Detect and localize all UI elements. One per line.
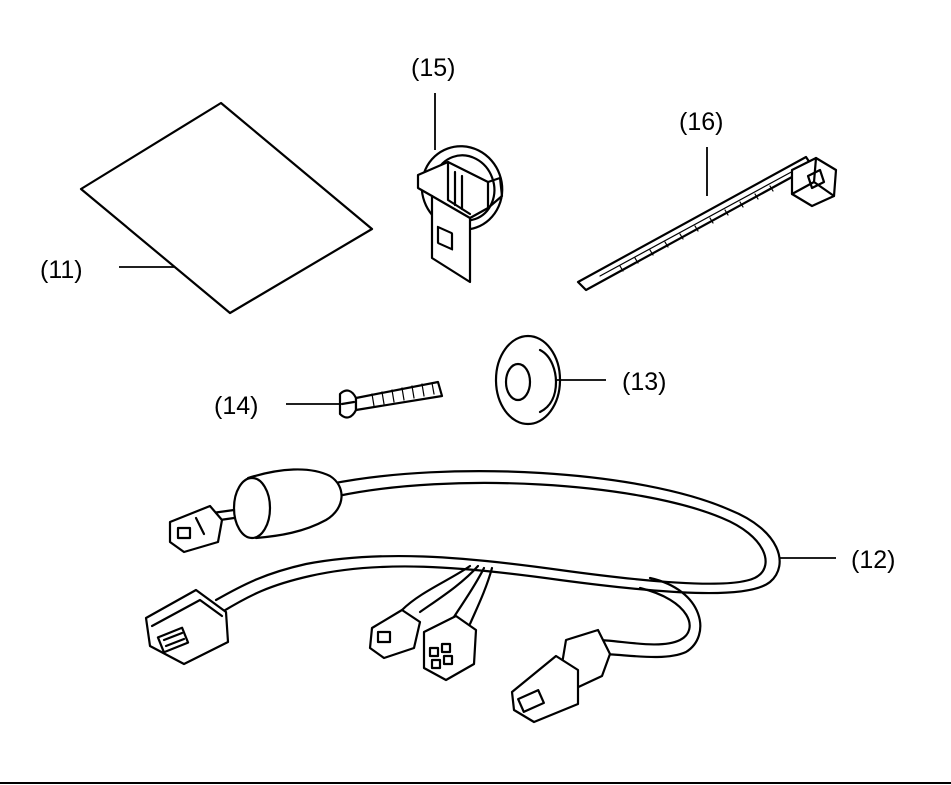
callout-13: (13): [622, 368, 667, 396]
part-16-cable-tie: [576, 147, 838, 292]
callout-12: (12): [851, 546, 896, 574]
part-11-sheet: [79, 101, 374, 315]
part-12-wire-harness: [144, 468, 836, 724]
part-13-grommet: [494, 334, 606, 426]
callout-14: (14): [214, 392, 259, 420]
callout-16: (16): [679, 108, 724, 136]
callout-15: (15): [411, 54, 456, 82]
callout-11: (11): [40, 256, 83, 284]
part-14-screw: [286, 380, 444, 419]
part-15-clip: [416, 93, 504, 284]
